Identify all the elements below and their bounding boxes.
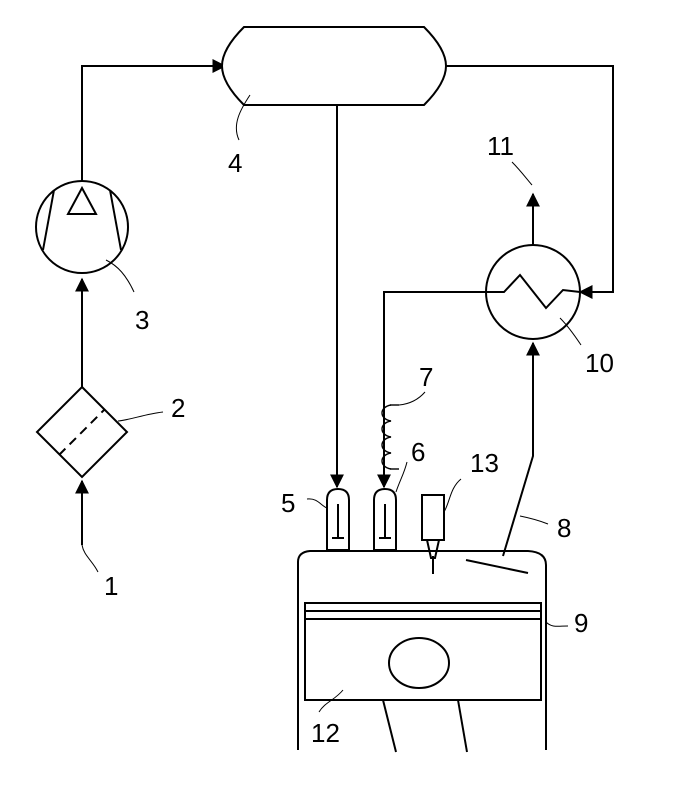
compressor-symbol (36, 181, 128, 273)
spark-plug (422, 495, 444, 574)
label-3: 3 (135, 305, 149, 335)
label-11: 11 (487, 131, 514, 161)
label-13: 13 (470, 448, 499, 478)
label-6: 6 (411, 437, 425, 467)
pressure-tank (222, 27, 446, 105)
piston (305, 603, 541, 752)
filter-symbol (37, 387, 127, 477)
inlet-valve-1 (327, 489, 349, 550)
label-10: 10 (585, 348, 614, 378)
compressor-to-tank-line (82, 66, 225, 181)
inlet-valve-2 (374, 489, 396, 550)
label-9: 9 (574, 608, 588, 638)
label-5: 5 (281, 488, 295, 518)
label-2: 2 (171, 393, 185, 423)
label-7: 7 (419, 362, 433, 392)
label-4: 4 (228, 148, 242, 178)
label-12: 12 (311, 718, 340, 748)
label-8: 8 (557, 513, 571, 543)
label-1: 1 (104, 571, 118, 601)
exhaust-pipe-line (503, 343, 533, 556)
